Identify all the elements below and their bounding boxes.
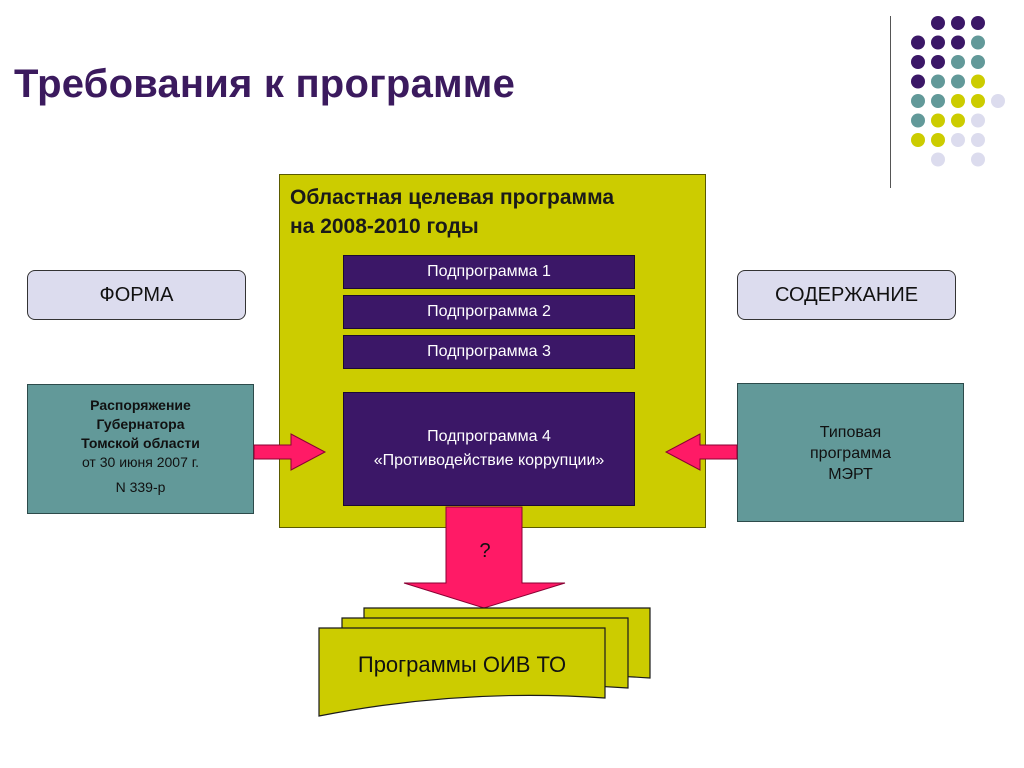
order-date: от 30 июня 2007 г. bbox=[81, 454, 200, 470]
decorative-dot bbox=[951, 113, 965, 128]
program-title: Областная целевая программа на 2008-2010… bbox=[290, 183, 695, 241]
subprogram-3: Подпрограмма 3 bbox=[343, 335, 635, 369]
decorative-dot bbox=[931, 55, 945, 69]
decorative-divider bbox=[890, 16, 891, 188]
decorative-dot bbox=[911, 133, 925, 147]
decorative-dot bbox=[971, 94, 985, 108]
order-line-3: Томской области bbox=[81, 435, 200, 451]
program-title-line-2: на 2008-2010 годы bbox=[290, 215, 479, 238]
documents-stack-icon bbox=[318, 607, 651, 717]
decorative-dot bbox=[911, 35, 925, 50]
decorative-dot bbox=[971, 74, 985, 89]
decorative-dot bbox=[951, 16, 965, 30]
decorative-dot bbox=[951, 94, 965, 108]
decorative-dot bbox=[911, 94, 925, 108]
decorative-dot bbox=[931, 113, 945, 128]
documents-label: Программы ОИВ ТО bbox=[357, 652, 567, 677]
decorative-dot bbox=[951, 55, 965, 69]
decorative-dot bbox=[951, 133, 965, 147]
subprogram-2: Подпрограмма 2 bbox=[343, 295, 635, 329]
standard-program-box: Типовая программа МЭРТ bbox=[737, 383, 964, 522]
subprogram-4-anticorruption: Подпрограмма 4 «Противодействие коррупци… bbox=[343, 392, 635, 506]
order-line-1: Распоряжение bbox=[90, 397, 191, 413]
decorative-dot bbox=[971, 152, 985, 167]
template-line-3: МЭРТ bbox=[828, 466, 873, 483]
decorative-dot bbox=[931, 133, 945, 147]
decorative-dot bbox=[971, 55, 985, 69]
decorative-dot bbox=[951, 35, 965, 50]
decorative-dot bbox=[971, 16, 985, 30]
template-line-1: Типовая bbox=[819, 424, 882, 441]
decorative-dot bbox=[931, 152, 945, 167]
subprogram-4-label: Подпрограмма 4 bbox=[427, 428, 551, 445]
decorative-dot bbox=[991, 94, 1005, 108]
decorative-dot bbox=[971, 35, 985, 50]
content-label: СОДЕРЖАНИЕ bbox=[737, 270, 956, 320]
decorative-dot bbox=[931, 94, 945, 108]
decorative-dot bbox=[911, 74, 925, 89]
order-line-2: Губернатора bbox=[96, 416, 185, 432]
regional-program-box: Областная целевая программа на 2008-2010… bbox=[279, 174, 706, 528]
decorative-dot bbox=[971, 133, 985, 147]
subprogram-4-subtitle: «Противодействие коррупции» bbox=[373, 452, 605, 469]
decorative-dot bbox=[911, 113, 925, 128]
decorative-dot bbox=[911, 55, 925, 69]
decorative-dot bbox=[951, 74, 965, 89]
program-title-line-1: Областная целевая программа bbox=[290, 186, 615, 209]
form-label: ФОРМА bbox=[27, 270, 246, 320]
order-number: N 339-р bbox=[115, 479, 166, 495]
question-mark: ? bbox=[479, 540, 491, 562]
governor-order-box: Распоряжение Губернатора Томской области… bbox=[27, 384, 254, 514]
decorative-dot bbox=[931, 35, 945, 50]
page-title: Требования к программе bbox=[14, 62, 516, 106]
decorative-dot-grid bbox=[911, 16, 1005, 167]
decorative-dot bbox=[971, 113, 985, 128]
template-line-2: программа bbox=[810, 445, 891, 462]
subprogram-1: Подпрограмма 1 bbox=[343, 255, 635, 289]
decorative-dot bbox=[931, 74, 945, 89]
decorative-dot bbox=[931, 16, 945, 30]
